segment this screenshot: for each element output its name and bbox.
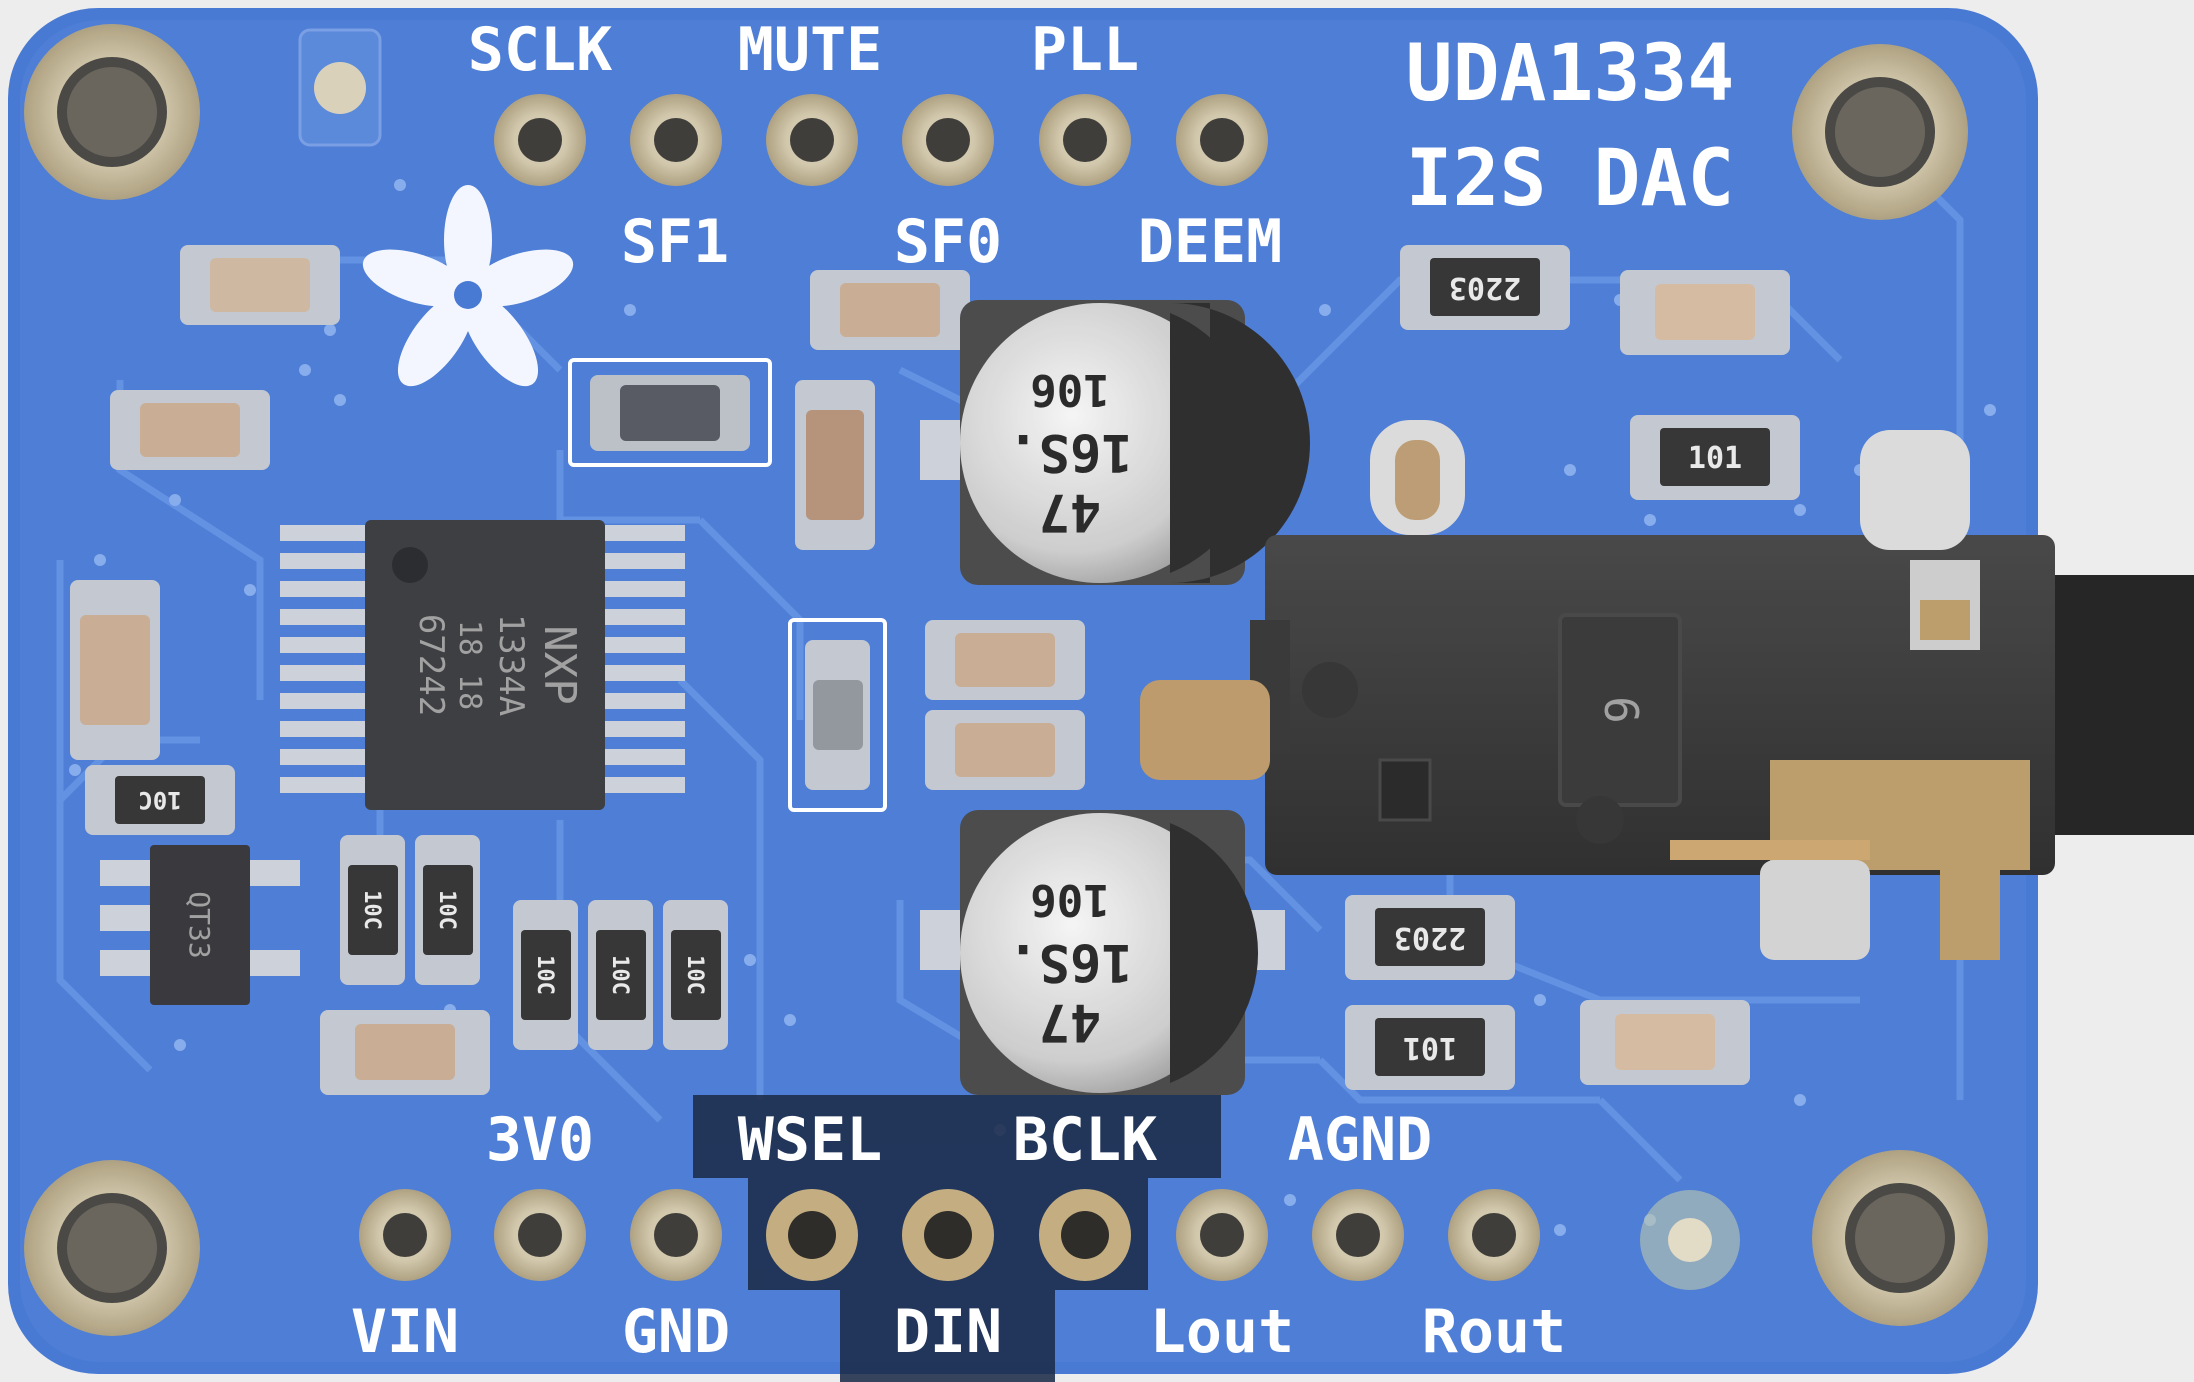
cap-bottom-voltage: 16S. [1007, 932, 1132, 992]
pin-label-agnd: AGND [1288, 1105, 1433, 1175]
resistor-left-c: 10C [415, 835, 480, 985]
svg-text:2203: 2203 [1449, 270, 1521, 305]
board-title-line1: UDA1334 [1406, 29, 1735, 119]
pin-label-din: DIN [894, 1297, 1002, 1367]
svg-text:10C: 10C [359, 890, 384, 930]
pin-hole-rout [1448, 1189, 1540, 1281]
cap-top-voltage: 16S. [1007, 422, 1132, 482]
pin-label-rout: Rout [1422, 1297, 1567, 1367]
chip-brand: NXP [534, 625, 585, 704]
pin-hole-lout [1176, 1189, 1268, 1281]
jack-marking: 6 [1594, 696, 1648, 724]
pin-hole-vin [359, 1189, 451, 1281]
pin-hole-bclk [1039, 1189, 1131, 1281]
fiducial-bottom [1640, 1190, 1740, 1290]
resistor-top-b: 101 [1630, 415, 1800, 500]
resistor-top-a: 2203 [1400, 245, 1570, 330]
chip-line1: 1334A [491, 614, 531, 716]
resistor-bottom-a: 2203 [1345, 895, 1515, 980]
pin-label-sf0: SF0 [894, 207, 1002, 277]
resistor-left-d: 10C [513, 900, 578, 1050]
voltage-regulator: QT33 [100, 845, 300, 1005]
pin-hole-agnd [1312, 1189, 1404, 1281]
mounting-hole-top-right [1792, 44, 1968, 220]
cap-bottom-value: 47 [1039, 992, 1102, 1052]
adafruit-flower-logo [362, 185, 574, 387]
resistor-left-b: 10C [340, 835, 405, 985]
electrolytic-cap-top: 47 16S. 106 [920, 300, 1310, 585]
pin-label-deem: DEEM [1138, 207, 1283, 277]
svg-text:10C: 10C [138, 786, 181, 814]
pin-label-bclk: BCLK [1013, 1105, 1158, 1175]
pin-label-sf1: SF1 [621, 207, 729, 277]
mounting-hole-bottom-right [1812, 1150, 1988, 1326]
cap-top-code: 106 [1030, 364, 1109, 415]
electrolytic-cap-bottom: 47 16S. 106 [920, 810, 1285, 1095]
pin-label-sclk: SCLK [468, 15, 613, 85]
resistor-bottom-b: 101 [1345, 1005, 1515, 1090]
pin-hole-wsel [766, 1189, 858, 1281]
regulator-marking: QT33 [183, 891, 216, 958]
mounting-hole-top-left [24, 24, 200, 200]
pin-hole-gnd [630, 1189, 722, 1281]
svg-text:10C: 10C [532, 955, 557, 995]
svg-text:10C: 10C [607, 955, 632, 995]
audio-jack: 6 [1140, 420, 2194, 960]
smd-components [70, 245, 1790, 1095]
pin-label-mute: MUTE [738, 15, 883, 85]
chip-line3: 67242 [411, 614, 451, 716]
svg-text:2203: 2203 [1394, 920, 1466, 955]
resistor-left-e: 10C [588, 900, 653, 1050]
svg-text:101: 101 [1403, 1030, 1457, 1065]
pin-label-vin: VIN [351, 1297, 459, 1367]
svg-text:101: 101 [1688, 441, 1742, 476]
pin-hole-sf1 [630, 94, 722, 186]
resistor-left-f: 10C [663, 900, 728, 1050]
pin-label-pll: PLL [1031, 15, 1139, 85]
pin-label-wsel: WSEL [738, 1105, 883, 1175]
pin-hole-mute [766, 94, 858, 186]
chip-line2: 18 18 [452, 620, 487, 710]
pin-hole-sclk [494, 94, 586, 186]
bottom-pin-holes [359, 1189, 1540, 1281]
dac-chip: NXP 1334A 18 18 67242 [280, 520, 685, 810]
pin-hole-3v0 [494, 1189, 586, 1281]
board-title-line2: I2S DAC [1406, 134, 1735, 224]
fiducial-top [298, 28, 382, 147]
pin-hole-din [902, 1189, 994, 1281]
cap-bottom-code: 106 [1030, 874, 1109, 925]
svg-text:10C: 10C [434, 890, 459, 930]
top-pin-holes [494, 94, 1268, 186]
pin-hole-sf0 [902, 94, 994, 186]
pin-label-lout: Lout [1150, 1297, 1295, 1367]
pin-hole-pll [1039, 94, 1131, 186]
pin-label-gnd: GND [622, 1297, 730, 1367]
mounting-hole-bottom-left [24, 1160, 200, 1336]
cap-top-value: 47 [1039, 482, 1102, 542]
svg-text:10C: 10C [682, 955, 707, 995]
resistor-left-a: 10C [85, 765, 235, 835]
pin-label-3v0: 3V0 [486, 1105, 594, 1175]
pin-hole-deem [1176, 94, 1268, 186]
